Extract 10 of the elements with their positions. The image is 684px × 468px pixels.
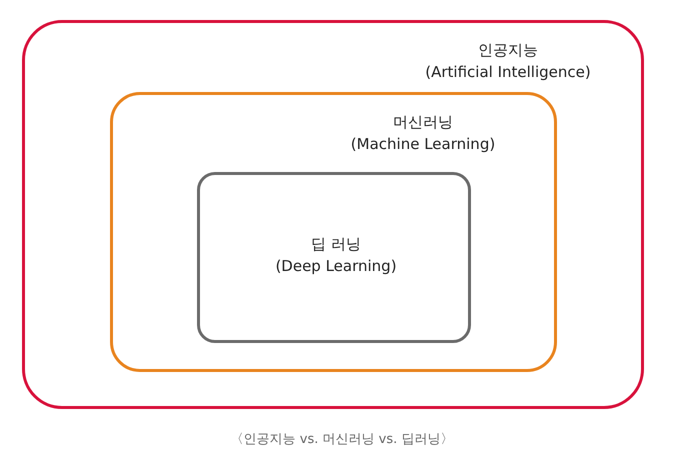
figure-caption: 〈인공지능 vs. 머신러닝 vs. 딥러닝〉 (230, 431, 454, 448)
deep-learning-region-box (197, 172, 471, 343)
node-title: 머신러닝 (393, 112, 453, 133)
node-title: 인공지능 (478, 40, 538, 61)
machine-learning-region-box (110, 92, 557, 372)
node-subtitle: (Deep Learning) (275, 256, 397, 277)
node-subtitle: (Artificial Intelligence) (425, 62, 591, 83)
node-subtitle: (Machine Learning) (350, 134, 496, 155)
ai-region-box (22, 20, 644, 409)
node-title: 딥 러닝 (311, 234, 361, 255)
